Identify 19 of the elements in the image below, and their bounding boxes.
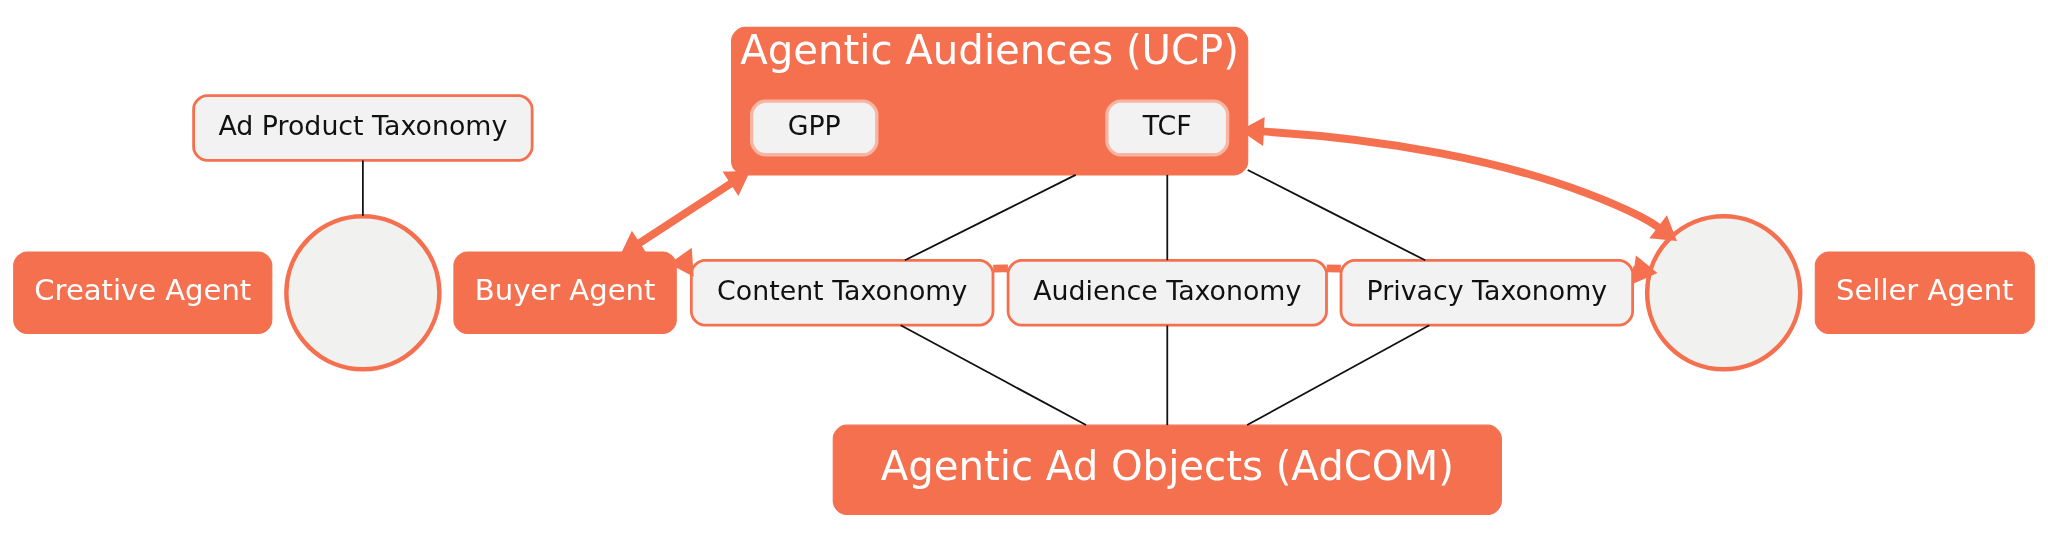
connector xyxy=(361,159,364,217)
connector xyxy=(1166,324,1169,427)
node-box: Agentic Ad Objects (AdCOM) xyxy=(832,424,1502,516)
connector xyxy=(1166,174,1169,262)
connector xyxy=(903,174,1077,262)
connector xyxy=(1326,264,1341,273)
node-box: Buyer Agent xyxy=(453,251,677,335)
node-box: GPP xyxy=(750,99,879,157)
node-box: Creative Agent xyxy=(13,251,273,335)
node-box: Ad Product Taxonomy xyxy=(192,94,534,162)
node-box: Privacy Taxonomy xyxy=(1339,258,1635,327)
connector xyxy=(899,324,1087,426)
node-box: Seller Agent xyxy=(1814,251,2035,335)
connector xyxy=(1246,169,1427,262)
node-circle xyxy=(284,214,442,372)
node-box: TCF xyxy=(1105,99,1230,157)
connector xyxy=(1246,324,1431,426)
node-box: Audience Taxonomy xyxy=(1006,258,1328,327)
connector xyxy=(993,264,1008,273)
